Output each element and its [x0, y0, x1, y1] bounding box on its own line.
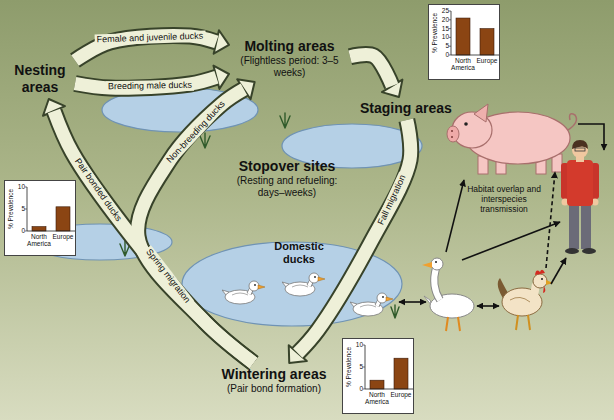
tick-label: 5 — [437, 42, 449, 50]
tick-label: 25 — [437, 7, 449, 15]
ponds — [28, 88, 422, 326]
tick-mark — [25, 231, 27, 232]
migration-band — [298, 120, 411, 353]
band-label: Breeding male ducks — [106, 80, 194, 93]
chart-axis — [27, 187, 75, 231]
migration-band-outline — [298, 120, 411, 353]
prevalence-bar — [370, 380, 384, 389]
area-name: Nesting areas — [8, 62, 72, 96]
tick-label: 15 — [437, 25, 449, 33]
area-note: (Pair bond formation) — [210, 383, 338, 395]
prevalence-bar — [480, 29, 494, 55]
tick-label: 10 — [13, 183, 25, 191]
migration-band — [350, 55, 392, 86]
migration-band-outline — [350, 55, 392, 86]
domestic-ducks — [222, 273, 393, 316]
migration-band — [138, 89, 254, 363]
tick-label: 5 — [13, 205, 25, 213]
category-label: Europe — [389, 391, 413, 398]
band-label: Female and juvenile ducks — [95, 31, 206, 46]
category-label: Europe — [475, 57, 499, 64]
area-label: Domestic ducks — [268, 240, 330, 266]
tick-label: 0 — [13, 227, 25, 235]
area-name: Stopover sites — [222, 158, 352, 175]
area-label: Staging areas — [360, 100, 452, 117]
prevalence-bar — [456, 18, 470, 55]
tick-mark — [363, 389, 365, 390]
migration-band-outline — [54, 111, 253, 363]
area-note: (Resting and refueling: days–weeks) — [222, 175, 352, 199]
axis-title: % Prevalence — [7, 189, 14, 229]
migration-label: Spring migration — [142, 245, 193, 307]
tick-label: 0 — [351, 385, 363, 393]
area-label: Molting areas(Flightless period: 3–5 wee… — [232, 38, 347, 79]
axis-title: % Prevalence — [345, 347, 352, 387]
area-label: Stopover sites(Resting and refueling: da… — [222, 158, 352, 199]
chart-axis — [365, 345, 413, 389]
prevalence-bar — [56, 207, 70, 231]
band-label: Fall migration — [375, 171, 409, 228]
pig — [447, 104, 576, 174]
area-name: Domestic ducks — [268, 240, 330, 266]
tick-mark — [449, 55, 451, 56]
tick-label: 0 — [437, 51, 449, 59]
area-label: Nesting areas — [8, 62, 72, 96]
prevalence-bar — [32, 227, 46, 231]
area-name: Molting areas — [232, 38, 347, 55]
area-label: Wintering areas(Pair bond formation) — [210, 366, 338, 395]
prevalence-bar — [394, 358, 408, 389]
tick-mark — [363, 345, 365, 346]
tick-label: 20 — [437, 16, 449, 24]
prevalence-chart: % Prevalence0510152025North AmericaEurop… — [428, 4, 500, 80]
goose — [422, 258, 474, 331]
area-name: Wintering areas — [210, 366, 338, 383]
tick-mark — [449, 19, 451, 20]
category-label: North America — [365, 391, 389, 405]
category-label: Europe — [51, 233, 75, 240]
axis-title: % Prevalence — [431, 13, 438, 53]
note-label: Habitat overlap and interspecies transmi… — [466, 184, 542, 214]
tick-mark — [449, 46, 451, 47]
tick-label: 5 — [351, 363, 363, 371]
migration-band — [54, 111, 253, 363]
tick-mark — [363, 367, 365, 368]
tick-mark — [25, 209, 27, 210]
tick-mark — [449, 11, 451, 12]
transmission-arrows — [399, 124, 604, 306]
prevalence-chart: % Prevalence0 5 10North AmericaEurope — [342, 338, 414, 414]
band-label: Pair bonded ducks — [71, 155, 125, 226]
tick-mark — [449, 28, 451, 29]
chicken — [498, 270, 553, 330]
category-label: North America — [451, 57, 475, 71]
tick-label: 10 — [351, 341, 363, 349]
category-label: North America — [27, 233, 51, 247]
area-note: (Flightless period: 3–5 weeks) — [232, 55, 347, 79]
tick-mark — [449, 37, 451, 38]
tick-mark — [25, 187, 27, 188]
band-label: Non-breeding ducks — [163, 97, 229, 166]
tick-label: 10 — [437, 33, 449, 41]
prevalence-chart: % Prevalence0 5 10North AmericaEurope — [4, 180, 76, 256]
chart-axis — [451, 11, 499, 55]
area-name: Staging areas — [360, 100, 452, 117]
human — [561, 140, 599, 254]
